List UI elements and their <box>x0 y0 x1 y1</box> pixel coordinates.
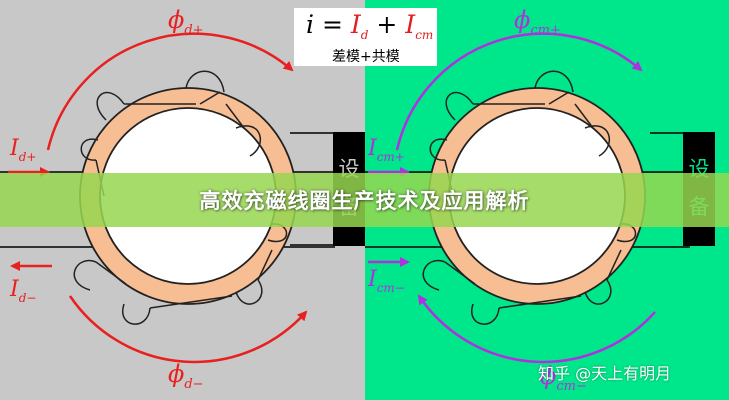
right-current-out-label: Icm− <box>367 267 405 295</box>
formula-lhs: i <box>306 10 314 39</box>
left-current-in-label: Id+ <box>9 136 36 164</box>
left-flux-top-label: ϕd+ <box>168 6 204 38</box>
right-flux-top-label: ϕcm+ <box>514 6 561 38</box>
formula-term2: Icm <box>405 10 434 42</box>
right-flux-bottom-arrow <box>417 294 656 364</box>
formula-plus: + <box>376 10 398 39</box>
formula-caption: 差模+共模 <box>332 49 400 65</box>
formula-term1: Id <box>350 10 369 42</box>
left-current-out-label: Id− <box>9 277 36 305</box>
formula-box: i = Id + Icm 差模+共模 <box>294 8 437 66</box>
page-title: 高效充磁线圈生产技术及应用解析 <box>199 189 530 213</box>
left-flux-top-arrow <box>46 32 294 151</box>
watermark: 知乎 @天上有明月 <box>538 364 672 383</box>
right-current-in-label: Icm+ <box>367 136 405 164</box>
formula-eq-sign: = <box>321 10 343 39</box>
right-flux-top-arrow <box>395 32 643 151</box>
title-banner: 高效充磁线圈生产技术及应用解析 <box>0 173 729 227</box>
right-winding <box>422 70 637 325</box>
left-flux-bottom-arrow <box>68 295 308 364</box>
right-flux-bottom-label: ϕcm− <box>540 362 587 394</box>
formula-equation: i = Id + Icm <box>306 10 433 42</box>
left-flux-bottom-label: ϕd− <box>168 360 204 392</box>
